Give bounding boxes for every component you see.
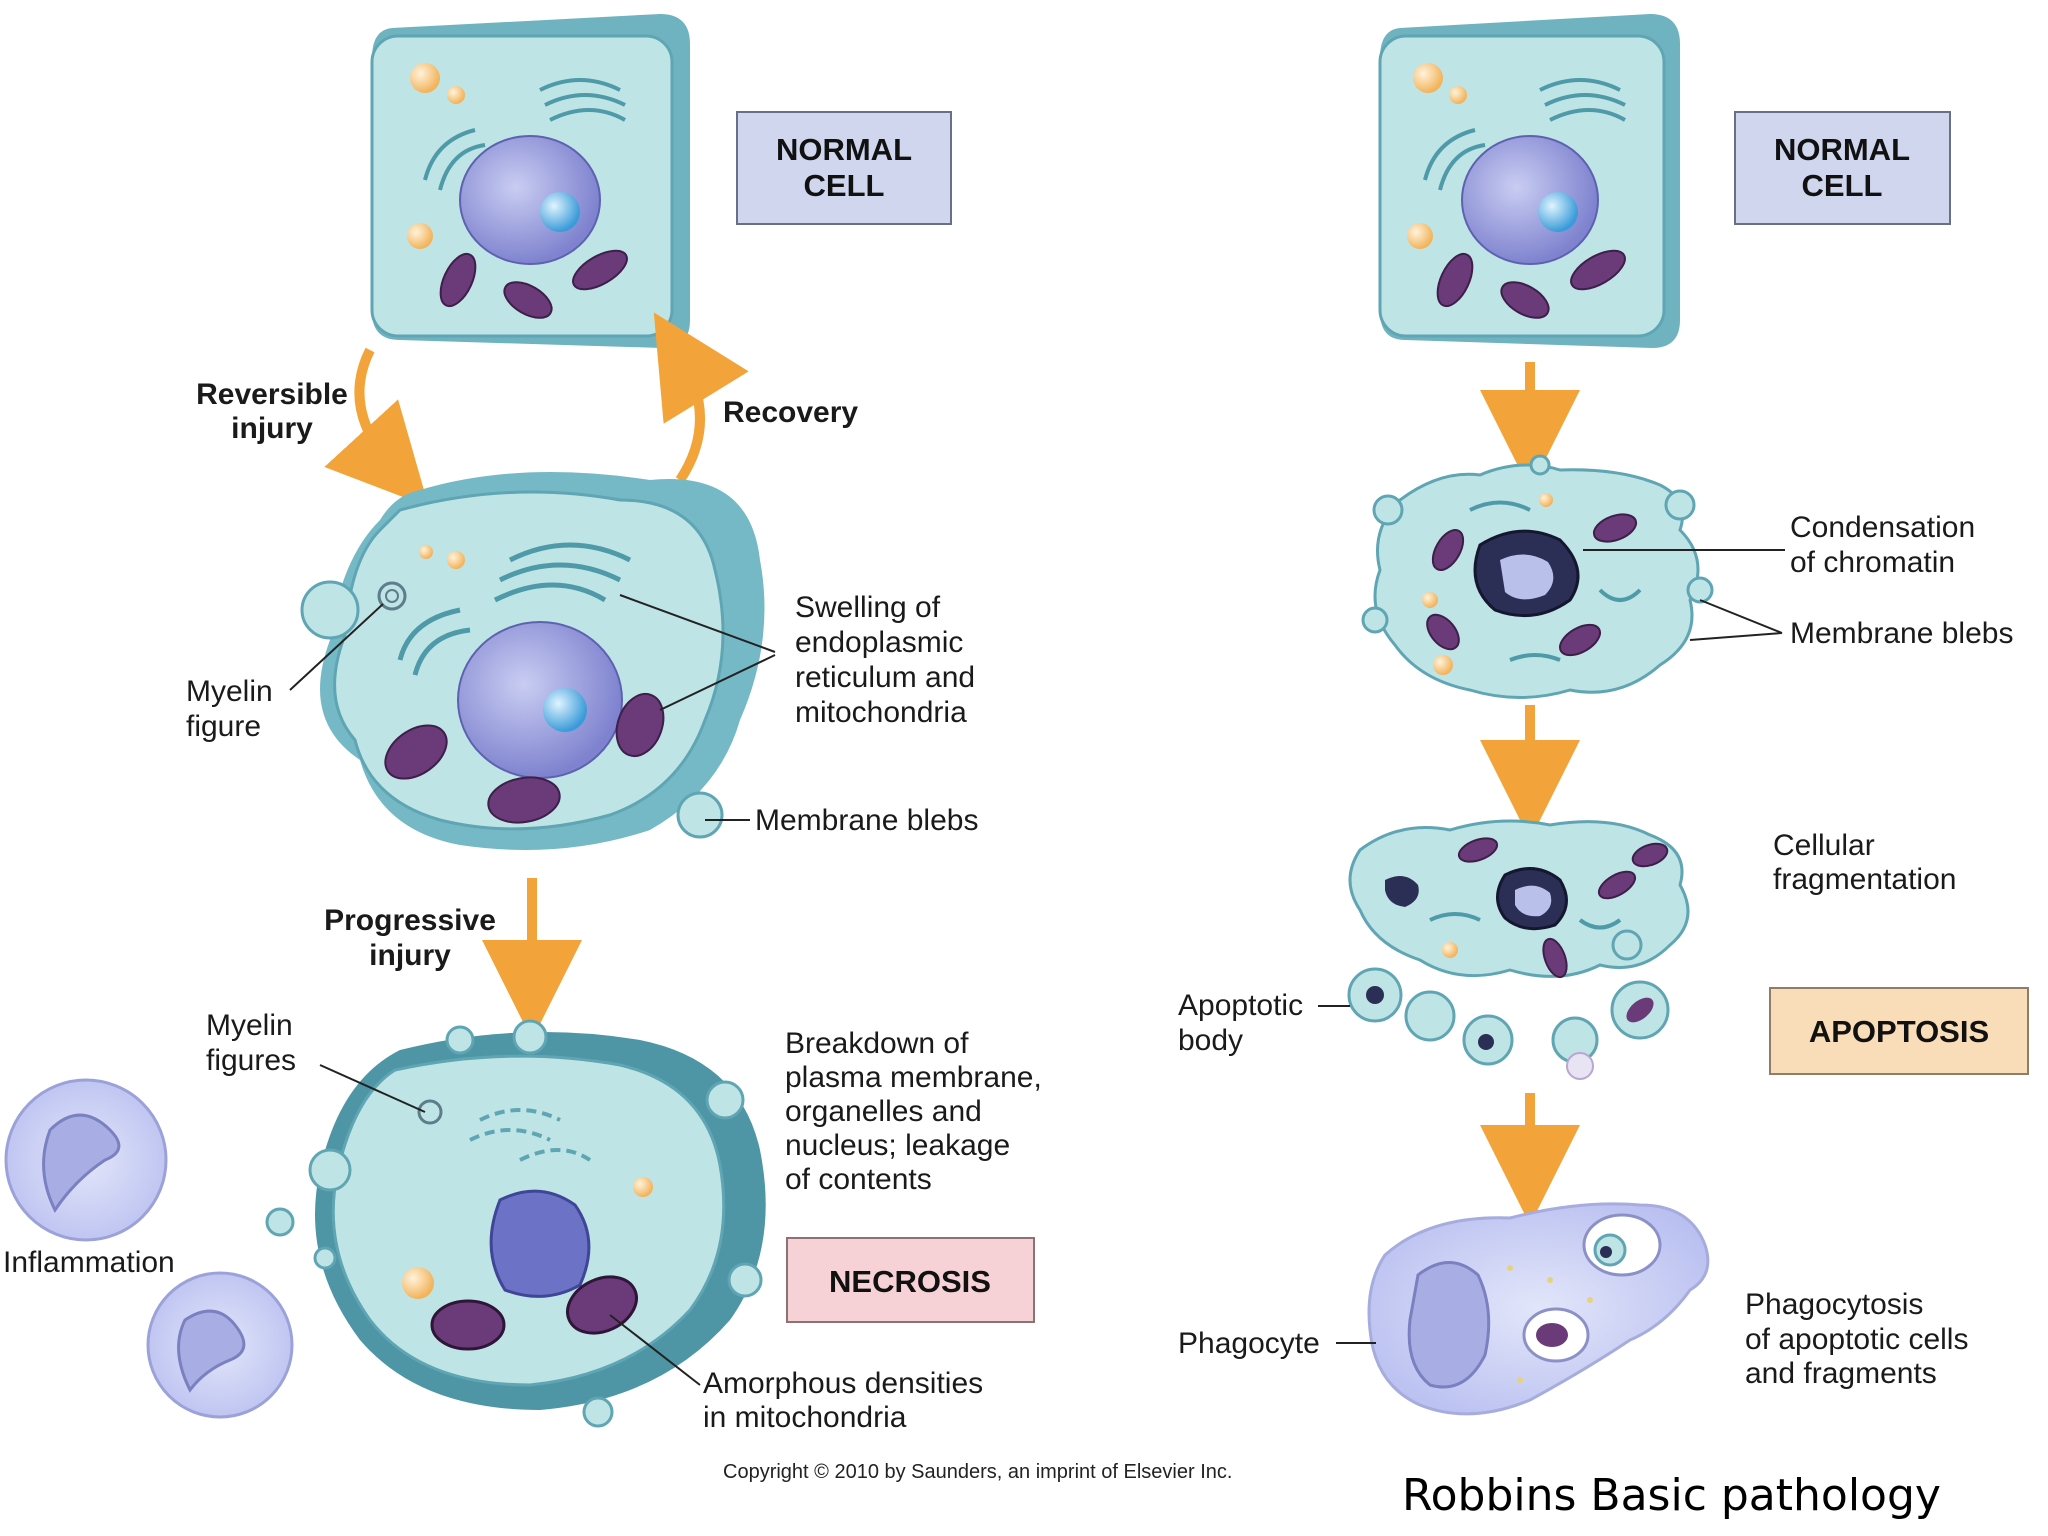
apoptotic-body-label-2: body — [1178, 1024, 1243, 1057]
normal-cell-label-right-line2: CELL — [1802, 168, 1883, 203]
fragmentation-cell — [1347, 819, 1690, 1080]
swelling-label: Swelling of — [795, 591, 941, 624]
breakdown-label-4: nucleus; leakage — [785, 1129, 1010, 1162]
phagocytosis-label-2: of apoptotic cells — [1745, 1323, 1968, 1356]
normal-cell-box-left: NORMAL CELL — [736, 111, 952, 225]
phagocyte-cell — [1367, 1202, 1710, 1416]
progressive-injury-label-2: injury — [369, 939, 451, 972]
necrosis-box: NECROSIS — [786, 1237, 1035, 1323]
phagocyte-label: Phagocyte — [1178, 1327, 1320, 1360]
swelling-label-2: endoplasmic — [795, 626, 963, 659]
amorphous-leader — [609, 1314, 701, 1386]
myelin-figure-label-2: figure — [186, 710, 261, 743]
normal-cell-label-line2: CELL — [804, 168, 885, 203]
necrosis-label: NECROSIS — [829, 1264, 991, 1299]
normal-cell-box-right: NORMAL CELL — [1734, 111, 1951, 225]
apoptotic-body-label: Apoptotic — [1178, 989, 1303, 1022]
phagocytosis-label: Phagocytosis — [1745, 1288, 1923, 1321]
breakdown-label-2: plasma membrane, — [785, 1061, 1042, 1094]
progressive-injury-label: Progressive — [324, 904, 496, 937]
membrane-blebs-label-right: Membrane blebs — [1790, 617, 2013, 650]
swelling-label-4: mitochondria — [795, 696, 967, 729]
amorphous-label-2: in mitochondria — [703, 1401, 907, 1434]
swollen-cell — [300, 472, 765, 850]
swelling-leader-mito — [659, 654, 776, 711]
breakdown-label-5: of contents — [785, 1163, 932, 1196]
myelin-figures-label-2: figures — [206, 1044, 296, 1077]
necrotic-cell — [265, 1019, 766, 1428]
myelin-figures-leader — [319, 1064, 426, 1113]
phagocytosis-label-3: and fragments — [1745, 1357, 1937, 1390]
myelin-figures-label: Myelin — [206, 1009, 293, 1042]
normal-cell-right — [1378, 14, 1680, 348]
membrane-blebs-label-left: Membrane blebs — [755, 804, 978, 837]
normal-cell-left — [370, 14, 690, 348]
book-title: Robbins Basic pathology — [1402, 1470, 1941, 1521]
swelling-leader-er — [619, 594, 776, 653]
condensation-cell — [1361, 454, 1714, 699]
inflammation-cells — [4, 1078, 294, 1419]
reversible-injury-label-2: injury — [231, 412, 313, 445]
condensation-label: Condensation — [1790, 511, 1975, 544]
myelin-leader — [289, 603, 384, 691]
recovery-label: Recovery — [723, 396, 858, 429]
recovery-arrow — [653, 312, 749, 483]
reversible-injury-label: Reversible — [196, 378, 348, 411]
apoptosis-box: APOPTOSIS — [1769, 987, 2029, 1075]
reversible-injury-arrow — [324, 347, 429, 507]
swelling-label-3: reticulum and — [795, 661, 975, 694]
amorphous-label: Amorphous densities — [703, 1367, 983, 1400]
myelin-figure-label: Myelin — [186, 675, 273, 708]
cellular-fragmentation-label-2: fragmentation — [1773, 863, 1956, 896]
cellular-fragmentation-label: Cellular — [1773, 829, 1875, 862]
breakdown-label: Breakdown of — [785, 1027, 969, 1060]
apoptosis-label: APOPTOSIS — [1809, 1014, 1989, 1049]
normal-cell-label-line1: NORMAL — [776, 132, 912, 167]
inflammation-label: Inflammation — [3, 1246, 175, 1279]
blebs-leader-right-2 — [1689, 632, 1783, 641]
condensation-label-2: of chromatin — [1790, 546, 1955, 579]
normal-cell-label-right-line1: NORMAL — [1774, 132, 1910, 167]
breakdown-label-3: organelles and — [785, 1095, 982, 1128]
copyright-text: Copyright © 2010 by Saunders, an imprint… — [723, 1461, 1232, 1483]
blebs-leader-right-1 — [1699, 599, 1783, 634]
